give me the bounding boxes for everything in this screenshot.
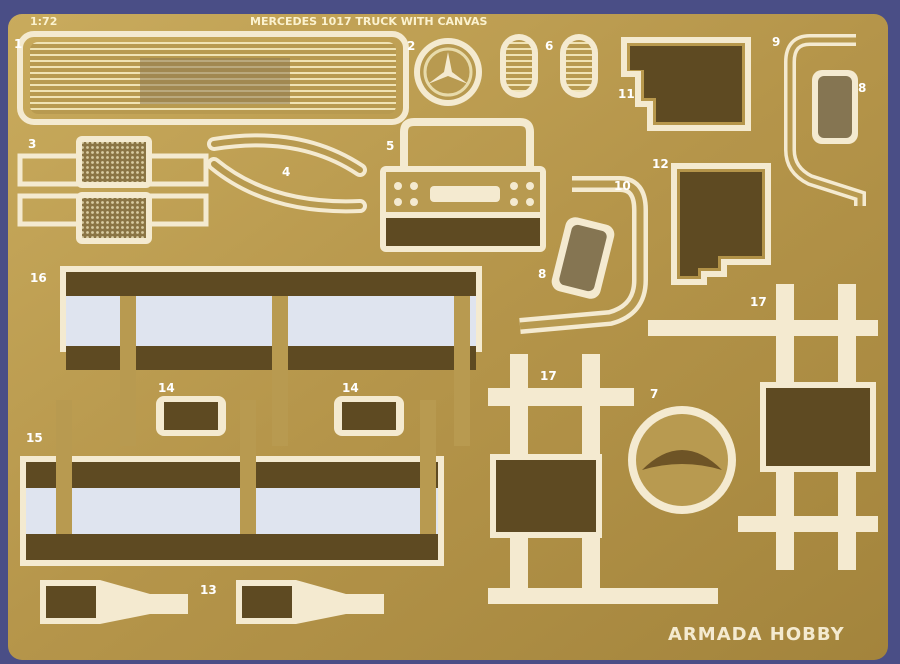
part-label-12: 12 bbox=[652, 157, 669, 171]
brand-logo: ARMADA HOBBY bbox=[668, 624, 845, 645]
part-9-mirror-arm bbox=[784, 34, 866, 206]
part-label-16: 16 bbox=[30, 271, 47, 285]
part-7-wheel bbox=[628, 406, 736, 514]
part-6-lamps bbox=[500, 34, 598, 98]
part-label-10: 10 bbox=[614, 179, 631, 193]
part-label-15: 15 bbox=[26, 431, 43, 445]
part-label-13: 13 bbox=[200, 583, 217, 597]
part-label-5: 5 bbox=[386, 139, 394, 153]
part-label-4: 4 bbox=[282, 165, 290, 179]
part-17-left-frame bbox=[488, 354, 718, 604]
part-label-17-left: 17 bbox=[540, 369, 557, 383]
part-3-step-mesh bbox=[17, 136, 209, 244]
part-11-panel bbox=[621, 37, 751, 131]
part-10-mirror-arm bbox=[519, 176, 648, 334]
part-17-right-frame bbox=[648, 284, 878, 570]
part-label-11: 11 bbox=[618, 87, 635, 101]
part-16-frame bbox=[60, 266, 482, 446]
part-14-latches bbox=[156, 396, 404, 436]
part-label-8-upper: 8 bbox=[858, 81, 866, 95]
part-label-3: 3 bbox=[28, 137, 36, 151]
part-5-bumper bbox=[380, 118, 546, 252]
part-label-2: 2 bbox=[407, 39, 415, 53]
sheet-title: MERCEDES 1017 TRUCK WITH CANVAS bbox=[250, 15, 488, 28]
part-4-wipers bbox=[207, 133, 367, 214]
part-12-panel bbox=[671, 163, 771, 285]
part-label-8-lower: 8 bbox=[538, 267, 546, 281]
part-2-star-emblem bbox=[414, 38, 482, 106]
part-label-7: 7 bbox=[650, 387, 658, 401]
part-label-17-right: 17 bbox=[750, 295, 767, 309]
part-13-hinges bbox=[40, 580, 384, 624]
part-label-9: 9 bbox=[772, 35, 780, 49]
scale-label: 1:72 bbox=[30, 15, 57, 28]
part-15-frame bbox=[20, 400, 444, 566]
part-label-14-right: 14 bbox=[342, 381, 359, 395]
part-1-radiator-grille bbox=[17, 31, 409, 125]
part-label-6: 6 bbox=[545, 39, 553, 53]
part-label-14-left: 14 bbox=[158, 381, 175, 395]
part-label-1: 1 bbox=[14, 37, 22, 51]
